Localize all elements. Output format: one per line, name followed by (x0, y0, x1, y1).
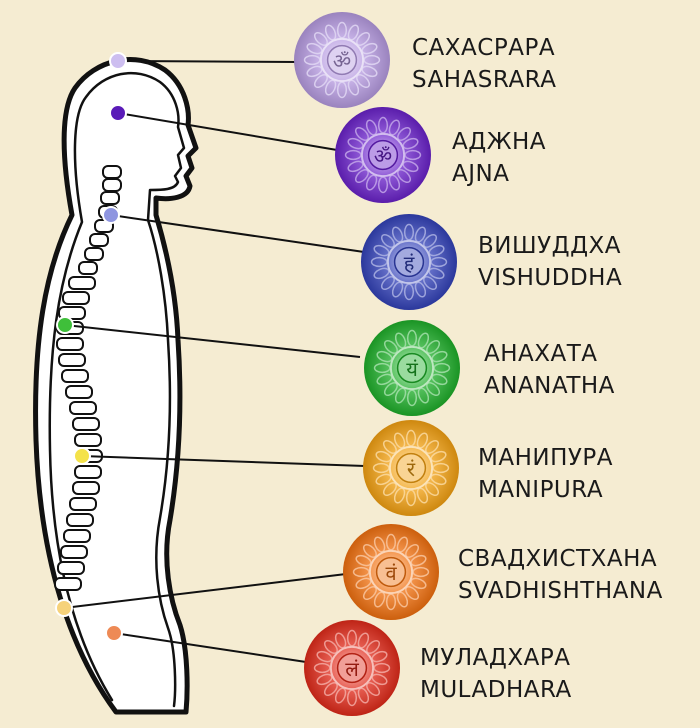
chakra-label-vishuddha: ВИШУДДХА VISHUDDHA (478, 230, 622, 294)
chakra-dot (109, 52, 127, 70)
chakra-name-en: VISHUDDHA (478, 265, 623, 291)
vertebra (58, 353, 86, 367)
chakra-label-sahasrara: САХАСРАРА SAHASRARA (412, 32, 556, 96)
chakra-name-ru: АДЖНА (452, 129, 547, 155)
chakra-medallion: वं (343, 524, 439, 620)
connector-line (117, 112, 338, 151)
chakra-name-ru: МУЛАДХАРА (420, 645, 571, 671)
vertebra (74, 465, 102, 479)
chakra-symbol: ॐ (374, 144, 392, 168)
connector-line (81, 455, 366, 467)
chakra-medallion: रं (363, 420, 459, 516)
vertebra (62, 291, 90, 305)
vertebra (61, 369, 89, 383)
chakra-label-muladhara: МУЛАДХАРА MULADHARA (420, 642, 572, 706)
chakra-name-ru: САХАСРАРА (412, 35, 556, 61)
medallion-center (326, 44, 358, 76)
chakra-symbol: यं (406, 357, 418, 381)
vertebra (102, 178, 122, 192)
medallion-center (367, 139, 399, 171)
chakra-dot (109, 104, 127, 122)
medallion-center (396, 352, 428, 384)
vertebra (102, 165, 122, 179)
chakra-medallion: यं (364, 320, 460, 416)
vertebra (57, 561, 85, 575)
chakra-label-ajna: АДЖНА AJNA (452, 126, 546, 190)
chakra-name-ru: МАНИПУРА (478, 445, 613, 471)
medallion-ring (386, 239, 432, 285)
chakra-name-ru: СВАДХИСТХАНА (458, 546, 658, 572)
chakra-name-en: SAHASRARA (412, 67, 557, 93)
vertebra (68, 276, 96, 290)
chakra-medallion: लं (304, 620, 400, 716)
chakra-name-en: SVADHISHTHANA (458, 578, 663, 604)
vertebra (54, 577, 82, 591)
chakra-name-ru: АНАХАТА (484, 341, 598, 367)
medallion-center (395, 452, 427, 484)
connector-lines (63, 60, 366, 663)
inner-outline (48, 71, 186, 708)
vertebra (84, 247, 104, 261)
vertebra (89, 233, 109, 247)
vertebra (56, 337, 84, 351)
connector-line (113, 632, 307, 663)
medallion-ring (388, 445, 434, 491)
chakra-label-anahata: АНАХАТА ANANATHA (484, 338, 615, 402)
vertebra (63, 529, 91, 543)
chakra-symbol: वं (385, 561, 397, 585)
chakra-name-en: MULADHARA (420, 677, 572, 703)
chakra-label-svadhishthana: СВАДХИСТХАНА SVADHISHTHANA (458, 543, 663, 607)
chakra-medallion: ॐ (335, 107, 431, 203)
chakra-medallions: ॐ ॐ हं यं रं वं लं (294, 12, 460, 716)
medallion-ring (368, 549, 414, 595)
medallion-center (375, 556, 407, 588)
chakra-name-ru: ВИШУДДХА (478, 233, 622, 259)
medallion-center (336, 652, 368, 684)
vertebra (69, 497, 97, 511)
chakra-name-en: ANANATHA (484, 373, 615, 399)
vertebra (60, 545, 88, 559)
medallion-center (393, 246, 425, 278)
chakra-dot (56, 316, 74, 334)
connector-line (63, 573, 347, 609)
vertebra (72, 481, 100, 495)
connector-line (110, 214, 365, 253)
chakra-label-manipura: МАНИПУРА MANIPURA (478, 442, 613, 506)
chakra-medallion: हं (361, 214, 457, 310)
chakra-medallion: ॐ (294, 12, 390, 108)
chakra-name-en: AJNA (452, 161, 510, 187)
medallion-ring (329, 645, 375, 691)
vertebra (58, 306, 86, 320)
connector-line (117, 60, 299, 63)
vertebra (100, 191, 120, 205)
chakra-dot (105, 624, 123, 642)
chakra-symbol: हं (404, 251, 415, 275)
body-dots (55, 52, 127, 642)
medallion-ring (389, 345, 435, 391)
vertebra (74, 433, 102, 447)
connector-line (64, 324, 361, 358)
chakra-symbol: रं (407, 457, 416, 481)
chakra-dot (73, 447, 91, 465)
chakra-dot (55, 599, 73, 617)
vertebra (72, 417, 100, 431)
chakra-name-en: MANIPURA (478, 477, 604, 503)
chakra-symbol: लं (345, 657, 359, 681)
vertebra (69, 401, 97, 415)
vertebra (78, 261, 98, 275)
medallion-ring (319, 37, 365, 83)
chakra-dot (102, 206, 120, 224)
vertebra (66, 513, 94, 527)
chakra-symbol: ॐ (333, 49, 351, 73)
medallion-ring (360, 132, 406, 178)
vertebra (65, 385, 93, 399)
